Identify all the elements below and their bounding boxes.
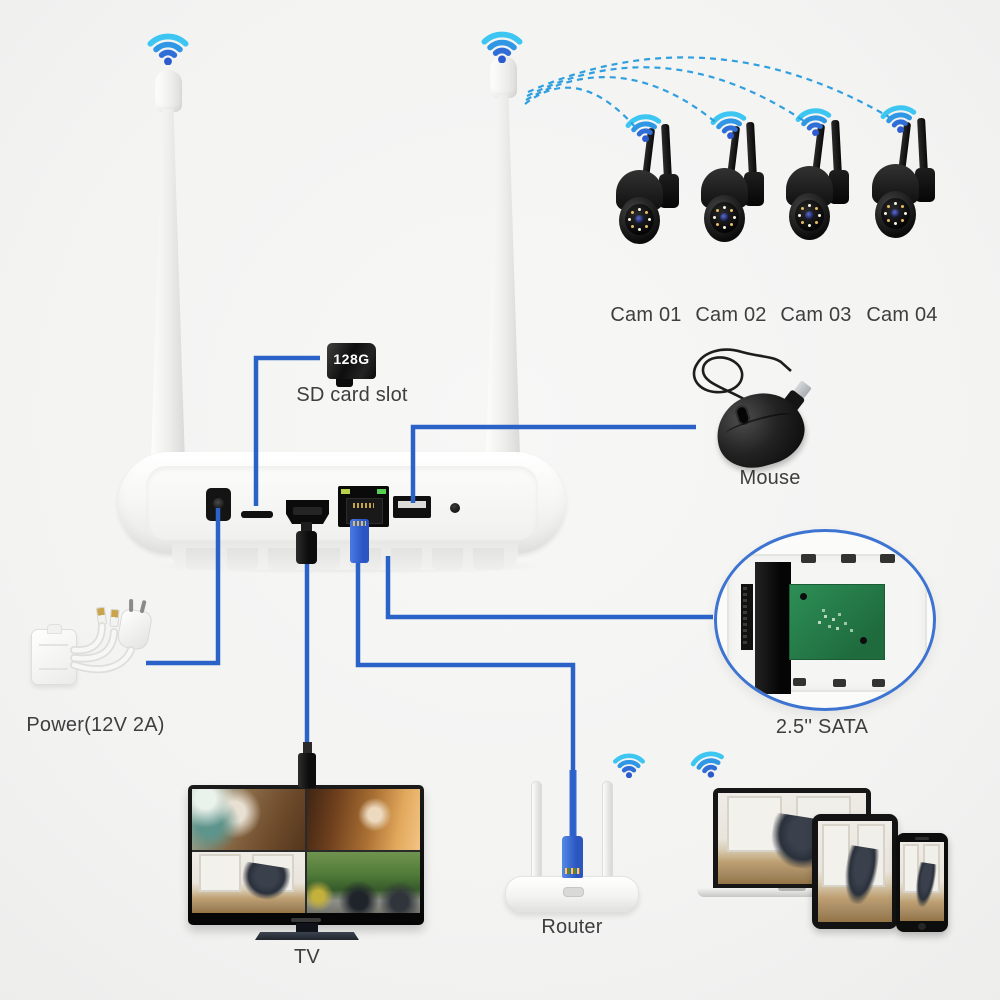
tv-quadrant-livingroom xyxy=(192,789,305,850)
router-label: Router xyxy=(541,916,603,938)
phone-screen-image xyxy=(900,842,944,921)
tv-stand-base xyxy=(255,932,359,940)
power-port xyxy=(206,488,231,521)
camera-2-label: Cam 02 xyxy=(695,304,767,326)
tv-quadrant-street xyxy=(307,852,420,913)
dc-plug-tip xyxy=(95,606,108,626)
cam1-wifi-icon xyxy=(618,103,670,145)
ethernet-port xyxy=(338,486,389,527)
camera-lens xyxy=(805,211,814,220)
nvr-right-wifi-icon xyxy=(475,22,529,63)
cam3-wifi-icon xyxy=(788,97,840,139)
nvr-antenna-right xyxy=(486,56,520,457)
power-label: Power(12V 2A) xyxy=(26,714,165,736)
intruder-figure xyxy=(840,845,880,906)
hdd-bracket xyxy=(755,562,791,694)
camera-lens xyxy=(891,209,900,218)
mouse-label: Mouse xyxy=(739,467,801,489)
sata-label: 2.5'' SATA xyxy=(775,716,869,738)
laptop-base xyxy=(697,888,887,897)
tv-quadrant-baby xyxy=(307,789,420,850)
camera-lens xyxy=(635,215,644,224)
cam4-wifi-icon xyxy=(873,94,925,136)
usb-port xyxy=(393,496,431,518)
hdmi-plug-to-tv xyxy=(298,742,316,788)
nvr-antenna-left xyxy=(151,70,185,463)
cam2-wifi-icon xyxy=(703,100,755,142)
sd-card-slot-label: SD card slot xyxy=(296,384,408,406)
tv-quadrant-hallway xyxy=(192,852,305,913)
router-wifi-icon xyxy=(608,746,650,778)
nvr-vent-strip xyxy=(172,544,518,570)
tv-stand-neck xyxy=(296,923,318,934)
intruder-figure xyxy=(912,861,938,908)
camera-2 xyxy=(701,121,767,248)
hdmi-port xyxy=(286,500,329,524)
camera-4-label: Cam 04 xyxy=(866,304,938,326)
camera-3-label: Cam 03 xyxy=(780,304,852,326)
router-led xyxy=(563,887,584,897)
router xyxy=(505,876,639,912)
rj45-plug-to-router xyxy=(562,836,583,878)
camera-3 xyxy=(786,119,852,246)
reset-hole xyxy=(450,503,460,513)
ethernet-cable-plug xyxy=(350,519,369,563)
devices-wifi-icon xyxy=(682,739,734,783)
camera-1-label: Cam 01 xyxy=(610,304,682,326)
sd-capacity-label: 128G xyxy=(333,351,370,367)
tablet-screen-image xyxy=(818,821,892,922)
camera-4 xyxy=(872,117,938,244)
power-adapter xyxy=(31,624,77,685)
nvr-left-wifi-icon xyxy=(141,24,195,65)
camera-1 xyxy=(616,123,682,250)
eu-power-plug xyxy=(115,607,154,652)
intruder-figure xyxy=(239,861,292,904)
smartphone xyxy=(896,833,948,932)
camera-lens xyxy=(720,213,729,222)
dc-plug-tip xyxy=(109,608,120,628)
hdmi-cable-plug xyxy=(296,522,317,564)
tv-screen xyxy=(192,789,420,913)
tablet xyxy=(812,814,898,929)
sata-connector xyxy=(741,584,753,650)
sata-bay-zoom-view xyxy=(714,529,936,711)
sd-card: 128G xyxy=(327,343,376,387)
tv-label: TV xyxy=(294,946,320,968)
sd-card-slot-port xyxy=(241,511,273,518)
tv xyxy=(188,785,424,925)
pcb-board xyxy=(789,584,885,660)
router-antenna-right xyxy=(602,781,613,880)
router-antenna-left xyxy=(531,781,542,880)
